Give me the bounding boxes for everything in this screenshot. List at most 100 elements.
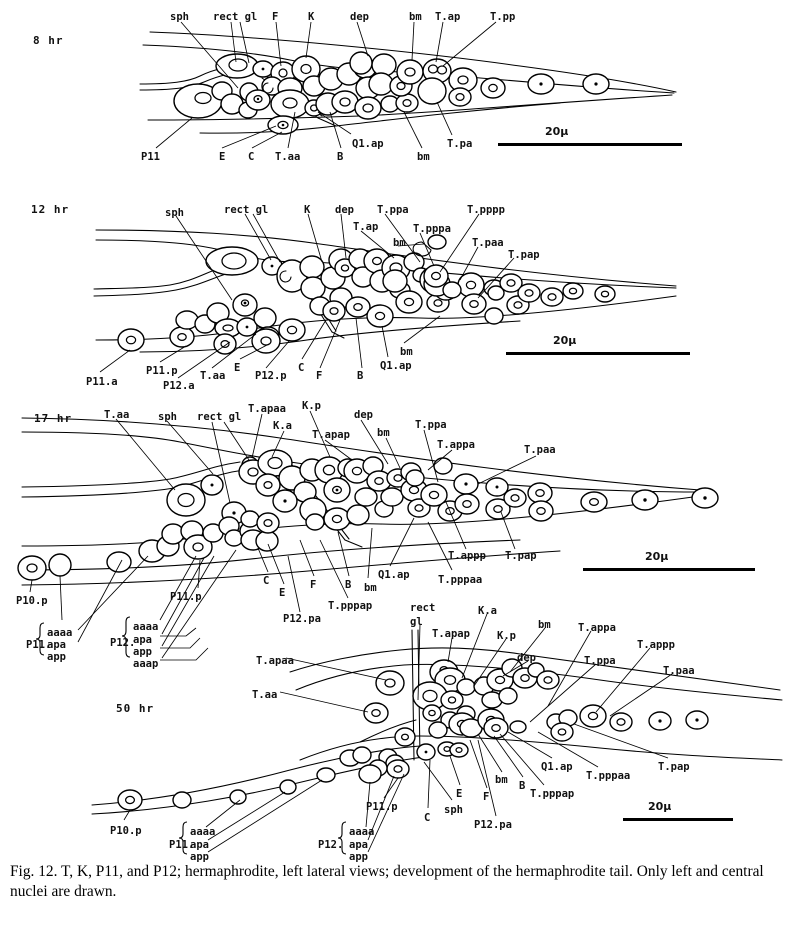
annotation-label: F: [310, 579, 317, 591]
annotation-label: K.a: [478, 605, 497, 617]
annotation-label: P11: [141, 151, 160, 163]
panel-time-label-17hr: 17 hr: [34, 412, 73, 425]
annotation-label: T.appp: [448, 550, 486, 562]
annotation-label: E: [279, 587, 286, 599]
annotation-label: T.ppa: [377, 204, 409, 216]
panel-time-label-50hr: 50 hr: [116, 702, 155, 715]
panel-8hr-art: [139, 21, 677, 149]
scale-bar-50hr: [623, 818, 733, 821]
figure-caption: Fig. 12. T, K, P11, and P12; hermaphrodi…: [10, 862, 792, 903]
annotation-label: app: [349, 851, 368, 863]
annotation-label: P10.p: [110, 825, 142, 837]
annotation-label: app: [133, 646, 152, 658]
annotation-label: T.ap: [435, 11, 461, 23]
annotation-label: Q1.ap: [352, 138, 384, 150]
annotation-label: bm: [400, 346, 413, 358]
annotation-label: P12.: [318, 839, 344, 851]
scale-bar-8hr: [498, 143, 682, 146]
annotation-label: apa: [190, 839, 209, 851]
annotation-label: dep: [335, 204, 354, 216]
annotation-label: B: [357, 370, 364, 382]
scale-bar-17hr: [583, 568, 755, 571]
annotation-label: T.ppa: [584, 655, 616, 667]
scale-bar-12hr: [506, 352, 690, 355]
annotation-label: T.aa: [104, 409, 130, 421]
annotation-label: T.pppaa: [586, 770, 631, 782]
annotation-label: bm: [377, 427, 390, 439]
annotation-label: K.p: [497, 630, 516, 642]
annotation-label: T.ppa: [415, 419, 447, 431]
annotation-label: P11.: [169, 839, 195, 851]
annotation-label: P12.pa: [474, 819, 512, 831]
annotation-label: rect gl: [197, 411, 242, 423]
annotation-label: F: [316, 370, 323, 382]
annotation-label: aaaa: [133, 621, 159, 633]
annotation-label: P11.p: [146, 365, 178, 377]
caption-text-2: Only left and central nuclei are drawn.: [10, 863, 764, 901]
annotation-label: E: [219, 151, 226, 163]
annotation-label: rect: [410, 602, 436, 614]
caption-text: Fig. 12. T, K, P11, and P12; hermaphrodi…: [10, 863, 633, 880]
scale-label-8hr: 20µ: [545, 125, 569, 138]
annotation-label: F: [483, 791, 490, 803]
annotation-label: B: [519, 780, 526, 792]
annotation-label: P10.p: [16, 595, 48, 607]
annotation-label: T.apap: [432, 628, 470, 640]
annotation-label: P12.a: [163, 380, 195, 392]
annotation-label: T.pppaa: [438, 574, 483, 586]
scale-label-17hr: 20µ: [645, 550, 669, 563]
panel-time-label-8hr: 8 hr: [33, 34, 64, 47]
annotation-label: T.pap: [508, 249, 540, 261]
annotation-label: bm: [364, 582, 377, 594]
annotation-label: dep: [350, 11, 369, 23]
annotation-label: T.pppap: [328, 600, 373, 612]
annotation-label: bm: [393, 237, 406, 249]
annotation-label: T.appp: [637, 639, 675, 651]
annotation-label: rect gl: [213, 11, 258, 23]
annotation-label: C: [248, 151, 255, 163]
annotation-label: K: [304, 204, 311, 216]
annotation-label: C: [263, 575, 270, 587]
annotation-label: B: [337, 151, 344, 163]
annotation-label: K.p: [302, 400, 321, 412]
annotation-label: rect gl: [224, 204, 269, 216]
annotation-label: sph: [165, 207, 184, 219]
scale-label-12hr: 20µ: [553, 334, 577, 347]
panel-17hr-art: [17, 410, 719, 659]
annotation-label: dep: [354, 409, 373, 421]
panel-time-label-12hr: 12 hr: [31, 203, 70, 216]
annotation-label: dep: [517, 652, 536, 664]
annotation-label: Q1.ap: [378, 569, 410, 581]
annotation-label: apa: [349, 839, 368, 851]
annotation-label: K: [308, 11, 315, 23]
annotation-label: bm: [409, 11, 422, 23]
annotation-label: app: [47, 651, 66, 663]
annotation-label: T.apaa: [248, 403, 286, 415]
annotation-label: apa: [47, 639, 66, 651]
annotation-label: aaaa: [190, 826, 216, 838]
annotation-label: gl: [410, 616, 423, 628]
annotation-label: T.paa: [524, 444, 556, 456]
annotation-label: apa: [133, 634, 152, 646]
annotation-label: C: [424, 812, 431, 824]
annotation-label: P12.pa: [283, 613, 321, 625]
annotation-label: P12.: [110, 637, 136, 649]
annotation-label: T.ap: [353, 221, 379, 233]
annotation-label: F: [272, 11, 279, 23]
annotation-label: E: [234, 362, 241, 374]
annotation-label: T.appa: [437, 439, 475, 451]
annotation-label: T.aa: [200, 370, 226, 382]
annotation-label: P11.p: [170, 591, 202, 603]
annotation-label: bm: [538, 619, 551, 631]
annotation-label: P11.a: [86, 376, 118, 388]
annotation-label: T.appa: [578, 622, 616, 634]
annotation-label: sph: [170, 11, 189, 23]
annotation-label: P12.p: [255, 370, 287, 382]
annotation-label: T.apaa: [256, 655, 294, 667]
annotation-label: bm: [495, 774, 508, 786]
annotation-label: Q1.ap: [380, 360, 412, 372]
annotation-label: T.paa: [472, 237, 504, 249]
annotation-label: Q1.ap: [541, 761, 573, 773]
annotation-label: P11.p: [366, 801, 398, 813]
